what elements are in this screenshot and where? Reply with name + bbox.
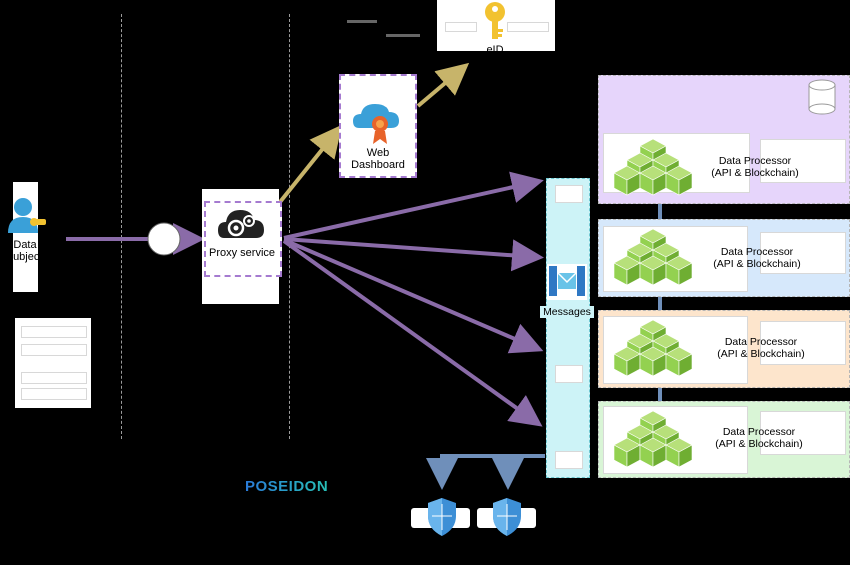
shield-icon xyxy=(493,498,521,536)
blockchain-cubes-icon xyxy=(614,228,692,286)
dashboard-cloud-icon xyxy=(353,104,399,144)
processor-db-panel-3 xyxy=(760,321,846,365)
processor-db-panel-4 xyxy=(760,411,846,455)
shield-icon xyxy=(428,498,456,536)
blockchain-cubes-icon xyxy=(614,410,692,468)
lane-divider-1 xyxy=(121,14,122,439)
subject-details-panel xyxy=(15,318,91,408)
messages-queue xyxy=(546,178,590,478)
message-queue-icon xyxy=(547,264,587,300)
encryption-node xyxy=(147,222,181,256)
dashboard-to-eid-arrow xyxy=(416,62,470,108)
processor-db-panel-1 xyxy=(760,139,846,183)
data-processor-label-4: Data Processor(API & Blockchain) xyxy=(715,426,803,450)
messages-label: Messages xyxy=(540,306,594,318)
web-dashboard-label: Web Dashboard xyxy=(351,147,405,171)
key-icon xyxy=(485,2,505,39)
data-processor-label-3: Data Processor(API & Blockchain) xyxy=(717,336,805,360)
processor-db-panel-2 xyxy=(760,232,846,274)
eid-label: eID xyxy=(486,44,504,56)
messages-to-shields-arrows xyxy=(426,454,545,490)
header-mark-1 xyxy=(347,20,377,23)
user-icon xyxy=(8,198,46,233)
web-dashboard-box xyxy=(339,74,417,178)
header-mark-2 xyxy=(386,34,420,37)
poseidon-logo: POSEIDON xyxy=(245,478,329,495)
data-processor-label-2: Data Processor(API & Blockchain) xyxy=(713,246,801,270)
blockchain-cubes-icon xyxy=(614,138,692,196)
database-icon xyxy=(808,79,836,115)
gears-icon xyxy=(218,210,264,238)
lane-divider-2 xyxy=(289,14,290,439)
proxy-to-dashboard-arrow xyxy=(278,124,343,204)
data-subject-label: Data subject xyxy=(7,239,43,263)
data-processor-label-1: Data Processor(API & Blockchain) xyxy=(711,155,799,179)
blockchain-cubes-icon xyxy=(614,319,692,377)
proxy-to-messages-arrows xyxy=(282,171,544,427)
proxy-service-label: Proxy service xyxy=(208,247,276,259)
